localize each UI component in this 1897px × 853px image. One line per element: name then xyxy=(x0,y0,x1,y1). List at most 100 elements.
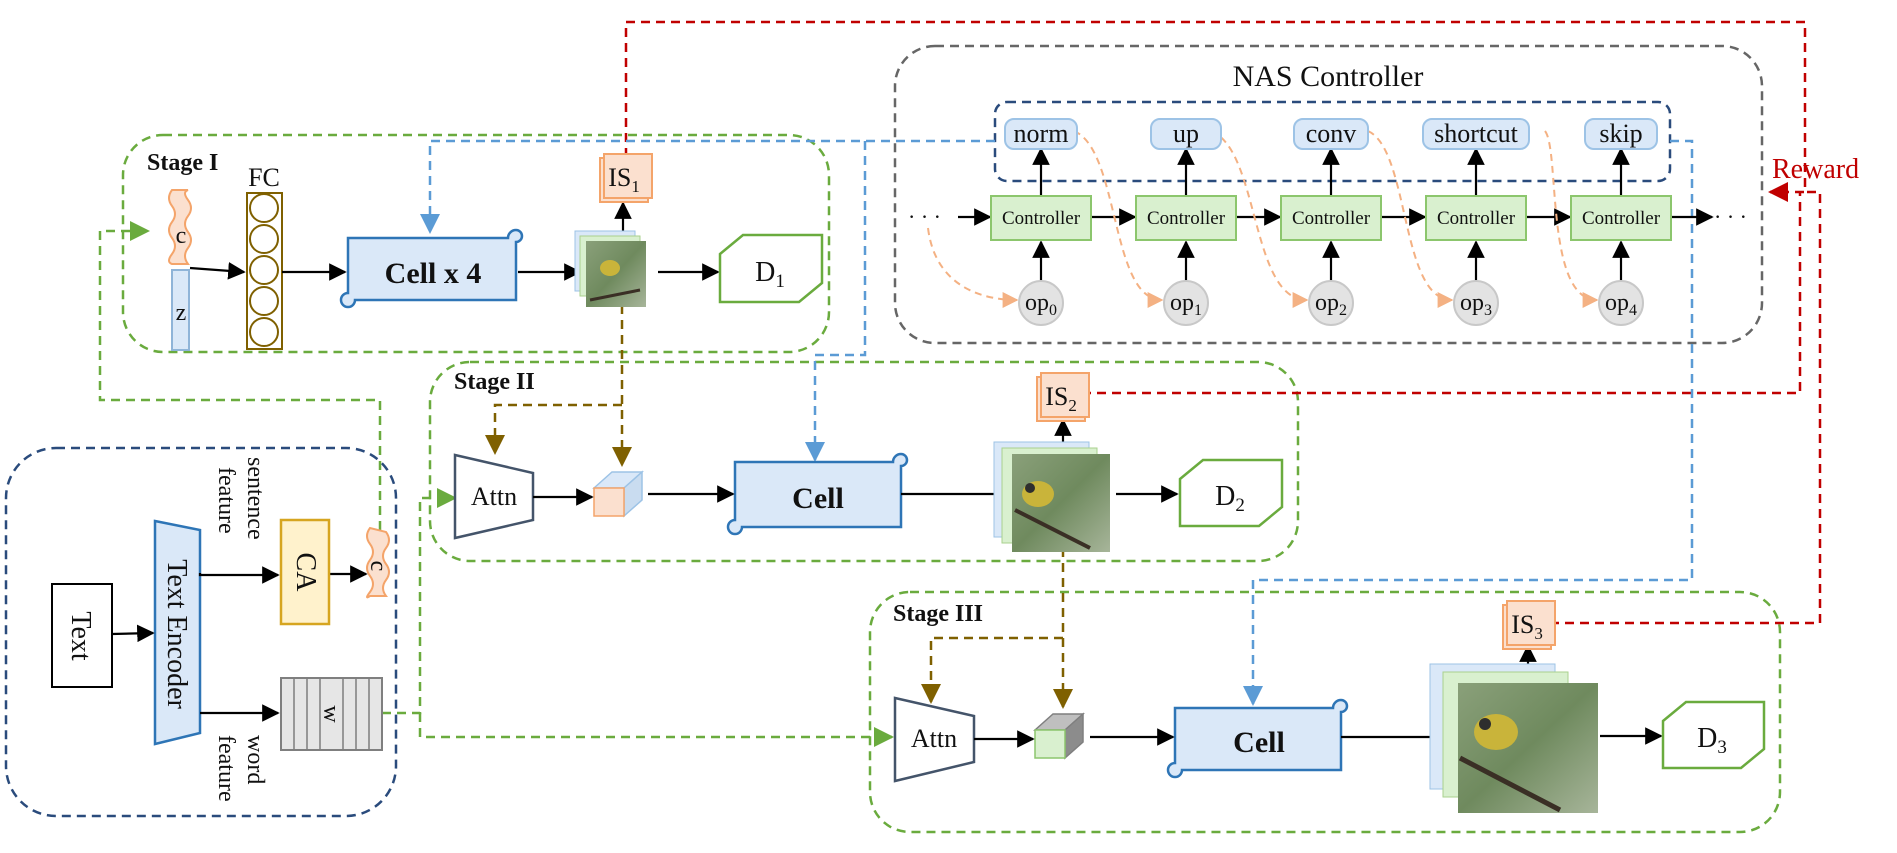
d1-sub: 1 xyxy=(775,271,785,292)
fc-layer xyxy=(246,192,283,350)
stage2-box xyxy=(428,360,1300,563)
is2-badge: IS2 xyxy=(1036,372,1090,422)
d2-sub: 2 xyxy=(1235,495,1245,516)
controller-block: Controller xyxy=(1280,195,1382,241)
d1-discriminator: D1 xyxy=(718,233,824,304)
op-label-text: norm xyxy=(1014,119,1069,148)
svg-text:IS2: IS2 xyxy=(1045,382,1077,415)
controller-label: Controller xyxy=(1437,208,1516,229)
reward-lines xyxy=(624,20,1822,625)
op-node: op2 xyxy=(1308,280,1354,326)
sentence-feature-label-1: sentence xyxy=(242,457,268,540)
stage2-cell-label: Cell xyxy=(792,482,844,515)
controller-block: Controller xyxy=(1425,195,1527,241)
controllers-row: Controller Controller Controller Controller… xyxy=(990,195,1672,241)
stage3-attn: Attn xyxy=(893,696,976,783)
word-matrix: w xyxy=(280,677,383,751)
op-label-text: skip xyxy=(1599,119,1642,148)
nas-controller-title: NAS Controller xyxy=(1233,60,1424,93)
c-vector-encoder: c xyxy=(365,526,391,599)
op-node-label: op1 xyxy=(1170,290,1202,319)
word-feature-label-2: feature xyxy=(213,735,239,802)
ca-label: CA xyxy=(290,553,321,593)
svg-text:D2: D2 xyxy=(1215,481,1245,516)
controller-label: Controller xyxy=(1292,208,1371,229)
op-label-text: shortcut xyxy=(1434,119,1519,148)
encoder-arrows xyxy=(111,565,368,722)
sentence-feature-label-2: feature xyxy=(213,467,239,534)
controller-chain xyxy=(958,147,1714,283)
stage1-box xyxy=(121,133,831,354)
is2-label: IS xyxy=(1045,382,1068,411)
op-nodes-row: op0 op1 op2 op3 op4 xyxy=(1018,280,1644,326)
cell-x4-block: Cell x 4 xyxy=(339,228,524,309)
stage1-title: Stage I xyxy=(147,150,218,176)
d3-label: D xyxy=(1697,723,1717,754)
ca-block: CA xyxy=(279,518,331,626)
feature-dash-lines xyxy=(98,221,894,747)
d3-discriminator: D3 xyxy=(1661,700,1766,770)
svg-text:D1: D1 xyxy=(755,257,785,292)
op-node-label: op2 xyxy=(1315,290,1347,319)
op-label-shortcut: shortcut xyxy=(1422,118,1530,150)
is1-sub: 1 xyxy=(631,177,640,196)
stage3-attn-label: Attn xyxy=(911,724,957,753)
d2-label: D xyxy=(1215,481,1235,512)
c-vector-stage1: c xyxy=(168,189,192,265)
stage3-image xyxy=(1429,663,1598,813)
is3-sub: 3 xyxy=(1534,624,1543,643)
op-node: op4 xyxy=(1598,280,1644,326)
reward-label: Reward xyxy=(1772,154,1859,185)
stage2-title: Stage II xyxy=(454,369,535,395)
op-node: op1 xyxy=(1163,280,1209,326)
svg-text:IS1: IS1 xyxy=(608,163,640,196)
text-input-label: Text xyxy=(65,611,96,661)
z-vector-stage1: z xyxy=(171,269,190,351)
cell-x4-label: Cell x 4 xyxy=(385,257,482,290)
w-label: w xyxy=(318,705,344,723)
d1-label: D xyxy=(755,257,775,288)
svg-text:IS3: IS3 xyxy=(1511,610,1543,643)
d2-discriminator: D2 xyxy=(1178,458,1284,528)
stage2-attn-label: Attn xyxy=(471,482,517,511)
is3-label: IS xyxy=(1511,610,1534,639)
controller-label: Controller xyxy=(1582,208,1661,229)
nas-controller-box xyxy=(893,44,1764,345)
op-node: op0 xyxy=(1018,280,1064,326)
chain-dots-left: · · · xyxy=(908,204,941,229)
text-encoder: Text Encoder xyxy=(153,519,202,746)
stage3-title: Stage III xyxy=(893,601,983,627)
controller-block: Controller xyxy=(990,195,1092,241)
is3-badge: IS3 xyxy=(1502,600,1556,650)
is2-sub: 2 xyxy=(1068,396,1077,415)
op-node-label: op4 xyxy=(1605,290,1637,319)
encoder-c-label: c xyxy=(365,561,391,572)
text-encoder-label: Text Encoder xyxy=(161,559,192,709)
stage3-feature-cube xyxy=(1033,712,1085,760)
op-node-label: op0 xyxy=(1025,290,1057,319)
controller-label: Controller xyxy=(1147,208,1226,229)
op-label-skip: skip xyxy=(1584,118,1658,150)
is1-label: IS xyxy=(608,163,631,192)
controller-block: Controller xyxy=(1135,195,1237,241)
stage3-cell-block: Cell xyxy=(1166,698,1349,779)
stage1-c-label: c xyxy=(176,223,187,249)
text-encoder-box xyxy=(4,446,398,818)
word-feature-label-1: word xyxy=(242,735,268,784)
orange-op-links xyxy=(927,130,1599,308)
stage1-z-label: z xyxy=(176,300,187,326)
op-label-norm: norm xyxy=(1004,118,1078,150)
text-input-box: Text xyxy=(51,583,113,688)
op-label-up: up xyxy=(1150,118,1222,150)
svg-text:D3: D3 xyxy=(1697,723,1727,758)
stage2-cell-block: Cell xyxy=(726,452,909,536)
chain-dots-right: · · · xyxy=(1714,204,1747,229)
image-forward-lines xyxy=(485,305,1073,709)
op-node-label: op3 xyxy=(1460,290,1492,319)
fc-label: FC xyxy=(248,163,280,192)
controller-block: Controller xyxy=(1570,195,1672,241)
stage3-box xyxy=(868,590,1782,834)
stage2-image xyxy=(993,441,1110,552)
